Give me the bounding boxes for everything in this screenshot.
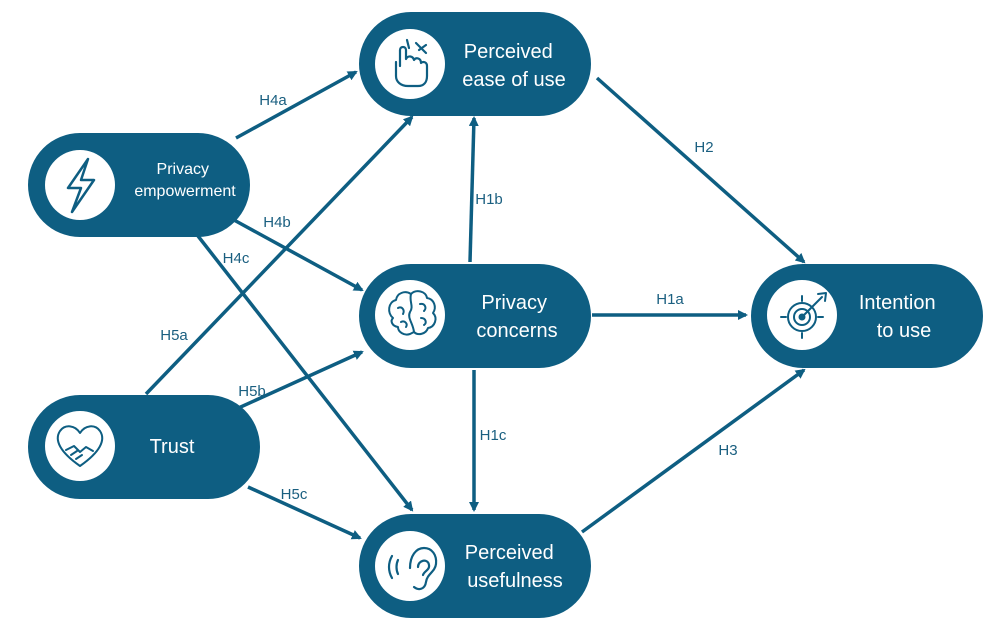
edge-label-h5a: H5a	[160, 327, 188, 344]
edge-h4a	[235, 70, 358, 140]
edge-h5c	[247, 485, 362, 540]
node-trust: Trust	[28, 395, 260, 499]
node-label-intention-to-use: Intention to use	[859, 292, 941, 342]
edge-label-h1a: H1a	[656, 291, 684, 308]
node-privacy-concerns: Privacy concerns	[359, 264, 591, 368]
edge-h2	[595, 76, 806, 264]
node-label-privacy-concerns: Privacy concerns	[476, 292, 557, 342]
node-privacy-empowerment: Privacy empowerment	[28, 133, 250, 237]
edge-label-h3: H3	[718, 442, 737, 459]
edge-labels: H4a H4b H4c H5a H5b H5c H1a H1b H1c H2 H…	[160, 92, 737, 503]
edge-label-h1c: H1c	[480, 427, 507, 444]
pointing-hand-icon	[394, 38, 429, 88]
edge-label-h2: H2	[694, 139, 713, 156]
edge-h4c	[196, 234, 414, 512]
edge-label-h5b: H5b	[238, 383, 266, 400]
edge-h5a	[144, 115, 414, 396]
edge-label-h4a: H4a	[259, 92, 287, 109]
node-label-perceived-usefulness: Perceived usefulness	[465, 542, 563, 592]
edge-h4b	[233, 218, 364, 292]
node-perceived-usefulness: Perceived usefulness	[359, 514, 591, 618]
node-label-privacy-empowerment: Privacy empowerment	[134, 161, 236, 200]
heart-handshake-icon	[56, 425, 104, 467]
edge-label-h4b: H4b	[263, 214, 291, 231]
node-label-perceived-ease-of-use: Perceived ease of use	[462, 41, 565, 91]
ear-icon	[387, 546, 438, 591]
lightning-bolt-icon	[66, 157, 96, 214]
node-label-trust: Trust	[150, 436, 195, 458]
edge-h1b	[468, 116, 479, 263]
edges	[144, 70, 806, 540]
node-intention-to-use: Intention to use	[751, 264, 983, 368]
edge-h3	[580, 368, 806, 534]
edge-label-h1b: H1b	[475, 191, 503, 208]
edge-label-h4c: H4c	[223, 250, 250, 267]
edge-h5b	[233, 350, 364, 412]
node-perceived-ease-of-use: Perceived ease of use	[359, 12, 591, 116]
edge-label-h5c: H5c	[281, 486, 308, 503]
brain-icon	[388, 290, 437, 336]
target-icon	[780, 292, 827, 339]
